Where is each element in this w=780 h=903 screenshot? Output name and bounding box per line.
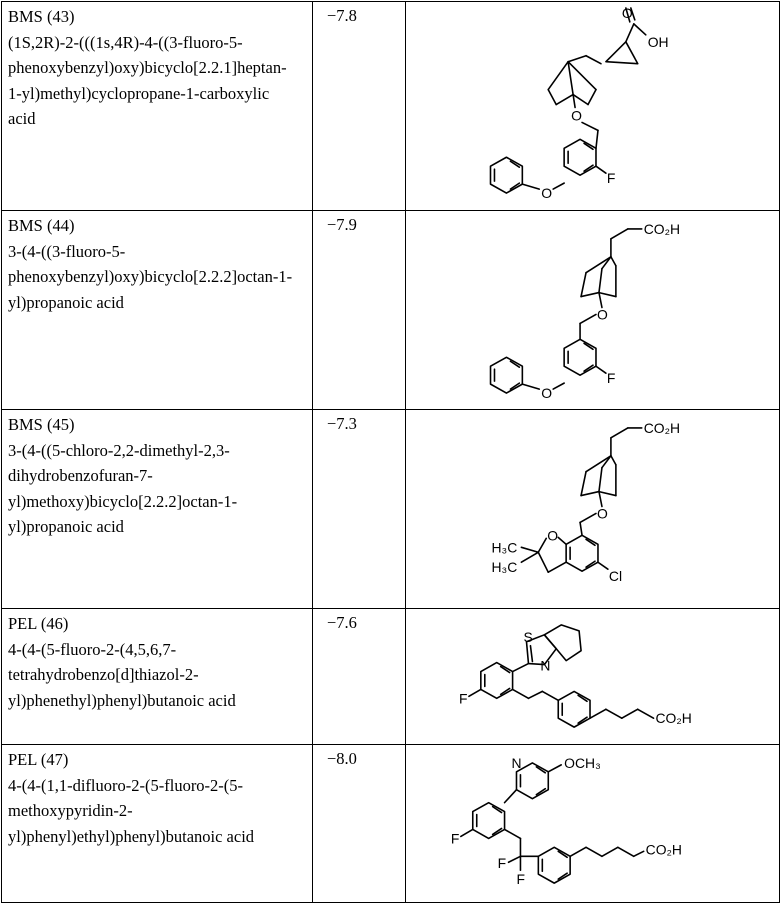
compound-name-line: yl)methoxy)bicyclo[2.2.2]octan-1- bbox=[8, 491, 238, 511]
atom-label: Cl bbox=[609, 568, 622, 584]
molecule-structure: N OCH₃ F F F CO₂H bbox=[451, 755, 682, 887]
atom-label: O bbox=[571, 107, 582, 123]
atom-label: CO₂H bbox=[646, 841, 682, 857]
atom-label: F bbox=[607, 170, 616, 186]
compound-name-line: tetrahydrobenzo[d]thiazol-2- bbox=[8, 665, 199, 684]
atom-label: O bbox=[597, 306, 608, 322]
atom-label: F bbox=[451, 830, 460, 846]
score-cell: −7.3 bbox=[312, 409, 406, 609]
atom-label: F bbox=[607, 370, 616, 386]
compound-name-line: (1S,2R)-2-(((1s,4R)-4-((3-fluoro-5- bbox=[8, 32, 243, 52]
structure-cell: O OH O O F bbox=[405, 1, 780, 211]
compound-name-line: phenoxybenzyl)oxy)bicyclo[2.2.2]octan-1- bbox=[8, 267, 293, 286]
atom-label: O bbox=[597, 505, 608, 521]
atom-label: O bbox=[547, 527, 558, 543]
compound-name-line: yl)propanoic acid bbox=[8, 292, 124, 312]
structure-cell: CO₂H O O H₃C H₃C Cl bbox=[405, 409, 780, 609]
score-value: −7.3 bbox=[327, 414, 357, 433]
compound-id: BMS (44) bbox=[8, 216, 75, 235]
compound-name-cell: PEL (47) 4-(4-(1,1-difluoro-2-(5-fluoro-… bbox=[1, 744, 313, 903]
table-row: PEL (47) 4-(4-(1,1-difluoro-2-(5-fluoro-… bbox=[1, 744, 780, 903]
atom-label: F bbox=[516, 871, 525, 887]
compound-id: BMS (43) bbox=[8, 7, 75, 26]
score-value: −8.0 bbox=[327, 749, 357, 768]
molecule-structure: S N F CO₂H bbox=[459, 624, 692, 728]
atom-label: O bbox=[541, 185, 552, 201]
compound-name-cell: PEL (46) 4-(4-(5-fluoro-2-(4,5,6,7- tetr… bbox=[1, 608, 313, 745]
compound-name-cell: BMS (43) (1S,2R)-2-(((1s,4R)-4-((3-fluor… bbox=[1, 1, 313, 211]
atom-label: F bbox=[459, 690, 467, 706]
score-cell: −7.9 bbox=[312, 210, 406, 410]
table-row: BMS (43) (1S,2R)-2-(((1s,4R)-4-((3-fluor… bbox=[1, 1, 780, 211]
atom-label: OCH₃ bbox=[564, 755, 601, 771]
atom-label: CO₂H bbox=[656, 710, 692, 726]
structure-cell: S N F CO₂H bbox=[405, 608, 780, 745]
atom-label: O bbox=[622, 5, 633, 21]
compound-name-line: methoxypyridin-2- bbox=[8, 801, 133, 820]
atom-label: F bbox=[498, 855, 507, 871]
compound-id: PEL (46) bbox=[8, 614, 69, 633]
compound-name-cell: BMS (45) 3-(4-((5-chloro-2,2-dimethyl-2,… bbox=[1, 409, 313, 609]
atom-label: N bbox=[512, 755, 522, 771]
compound-name-line: 1-yl)methyl)cyclopropane-1-carboxylic bbox=[8, 83, 270, 103]
molecule-structure: CO₂H O O F bbox=[489, 221, 680, 401]
compound-name-line: dihydrobenzofuran-7- bbox=[8, 466, 153, 485]
molecule-structure: CO₂H O O H₃C H₃C Cl bbox=[492, 420, 681, 584]
score-value: −7.8 bbox=[327, 6, 357, 25]
score-value: −7.6 bbox=[327, 613, 357, 632]
table-row: BMS (44) 3-(4-((3-fluoro-5- phenoxybenzy… bbox=[1, 210, 780, 410]
atom-label: H₃C bbox=[492, 559, 518, 575]
compound-name-line: 3-(4-((3-fluoro-5- bbox=[8, 241, 126, 261]
structure-cell: N OCH₃ F F F CO₂H bbox=[405, 744, 780, 903]
compound-name-line: yl)phenethyl)phenyl)butanoic acid bbox=[8, 690, 236, 710]
score-value: −7.9 bbox=[327, 215, 357, 234]
compound-name-cell: BMS (44) 3-(4-((3-fluoro-5- phenoxybenzy… bbox=[1, 210, 313, 410]
compound-id: BMS (45) bbox=[8, 415, 75, 434]
compound-name-line: 4-(4-(1,1-difluoro-2-(5-fluoro-2-(5- bbox=[8, 775, 244, 795]
compound-name-line: 4-(4-(5-fluoro-2-(4,5,6,7- bbox=[8, 639, 177, 659]
atom-label: CO₂H bbox=[644, 420, 680, 436]
atom-label: S bbox=[524, 629, 533, 645]
structure-cell: CO₂H O O F bbox=[405, 210, 780, 410]
atom-label: H₃C bbox=[492, 539, 518, 555]
score-cell: −8.0 bbox=[312, 744, 406, 903]
atom-label: CO₂H bbox=[644, 221, 680, 237]
molecule-structure: O OH O O F bbox=[489, 5, 669, 201]
score-cell: −7.6 bbox=[312, 608, 406, 745]
atom-label: N bbox=[540, 658, 550, 674]
compound-id: PEL (47) bbox=[8, 750, 69, 769]
compound-name-line: yl)propanoic acid bbox=[8, 517, 124, 536]
compound-name-line: yl)phenyl)ethyl)phenyl)butanoic acid bbox=[8, 826, 255, 846]
atom-label: O bbox=[541, 385, 552, 401]
table-row: BMS (45) 3-(4-((5-chloro-2,2-dimethyl-2,… bbox=[1, 409, 780, 609]
score-cell: −7.8 bbox=[312, 1, 406, 211]
compound-name-line: acid bbox=[8, 109, 36, 128]
atom-label: OH bbox=[648, 34, 669, 50]
compound-name-line: 3-(4-((5-chloro-2,2-dimethyl-2,3- bbox=[8, 440, 230, 460]
compound-name-line: phenoxybenzyl)oxy)bicyclo[2.2.1]heptan- bbox=[8, 58, 287, 77]
table-row: PEL (46) 4-(4-(5-fluoro-2-(4,5,6,7- tetr… bbox=[1, 608, 780, 745]
